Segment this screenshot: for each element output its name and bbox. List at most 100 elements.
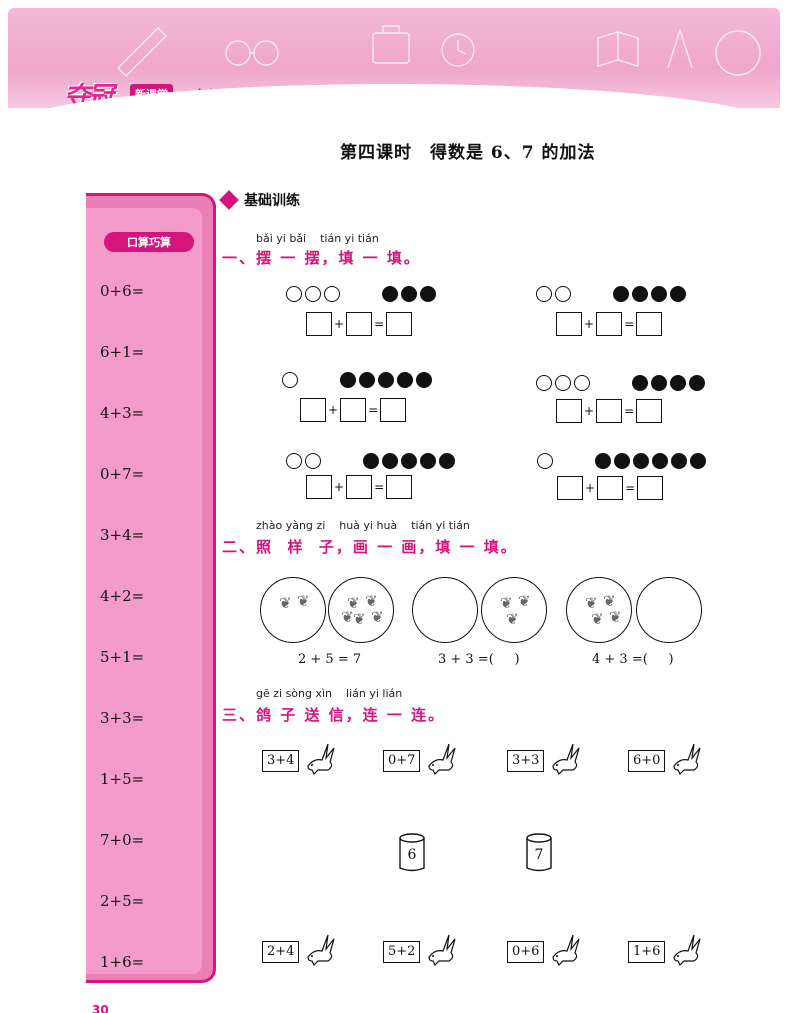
butterfly-icon: ❦ [609, 608, 622, 626]
expression-card[interactable]: 0+6 [507, 941, 545, 963]
answer-box[interactable] [636, 312, 663, 336]
filled-circle-icon [671, 453, 687, 469]
filled-circle-icon [690, 453, 706, 469]
filled-circle-icon [595, 453, 611, 469]
pigeon-icon [673, 743, 701, 776]
answer-box[interactable] [597, 476, 624, 500]
pigeon-icon [552, 743, 580, 776]
expression-card[interactable]: 6+0 [628, 750, 666, 772]
answer-box[interactable] [556, 312, 582, 336]
drawing-circle[interactable]: ❦❦❦ [481, 577, 547, 643]
answer-box[interactable] [556, 399, 582, 423]
equation-text: 4 + 3 =( ) [592, 652, 674, 667]
drawing-circle[interactable]: ❦❦❦❦❦ [328, 577, 394, 643]
pigeon [670, 740, 704, 780]
sidebar-label: 口算巧算 [104, 232, 194, 252]
filled-circle-icon [420, 453, 436, 469]
butterfly-icon: ❦ [603, 592, 616, 610]
empty-circle-icon [305, 453, 321, 469]
answer-box[interactable] [557, 476, 583, 500]
expression-card[interactable]: 2+4 [262, 941, 300, 963]
q2-pinyin: zhào yàng zi huà yi huà tián yi tián [256, 519, 470, 532]
drawing-circle[interactable] [412, 577, 478, 643]
pigeon-icon [307, 743, 335, 776]
expression-card[interactable]: 3+3 [507, 750, 545, 772]
expression-card[interactable]: 1+6 [628, 941, 666, 963]
oral-item: 4+2= [100, 587, 145, 605]
grade-subject: 一年级 数学 上·(SJ) [184, 88, 293, 102]
brand-logo: 夺冠 [64, 82, 114, 108]
equation-text: 2 + 5 = 7 [298, 652, 362, 667]
empty-circle-icon [286, 453, 302, 469]
answer-box[interactable] [306, 475, 332, 499]
filled-circle-icon [363, 453, 379, 469]
butterfly-icon: ❦ [347, 594, 360, 612]
answer-box[interactable] [346, 475, 373, 499]
answer-box[interactable] [300, 398, 326, 422]
empty-circle-icon [286, 286, 302, 302]
answer-box[interactable] [596, 399, 623, 423]
oral-item: 7+0= [100, 831, 145, 849]
filled-circle-icon [613, 286, 629, 302]
plus-sign: + [334, 480, 345, 494]
filled-circle-icon [378, 372, 394, 388]
lesson-title: 第四课时 得数是 6、7 的加法 [340, 143, 596, 163]
pigeon-icon [307, 934, 335, 967]
dot-group [282, 372, 432, 388]
answer-box[interactable] [340, 398, 367, 422]
drawing-circle[interactable]: ❦❦ [260, 577, 326, 643]
filled-circle-icon [689, 375, 705, 391]
decorative-stationery-icons [117, 25, 761, 77]
answer-box[interactable] [380, 398, 407, 422]
drawing-circle[interactable] [636, 577, 702, 643]
expression-card[interactable]: 0+7 [383, 750, 421, 772]
filled-circle-icon [651, 286, 667, 302]
butterfly-icon: ❦ [518, 592, 531, 610]
equation-row: += [306, 312, 413, 336]
pigeon-icon [673, 934, 701, 967]
plus-sign: + [585, 481, 596, 495]
equation-row: += [556, 399, 663, 423]
dot-group [536, 286, 686, 302]
pigeon [304, 740, 338, 780]
filled-circle-icon [382, 286, 398, 302]
oral-item: 3+3= [100, 709, 145, 727]
answer-box[interactable] [346, 312, 373, 336]
answer-box[interactable] [386, 475, 413, 499]
q3-pinyin: gē zi sòng xìn lián yi lián [256, 687, 403, 700]
pigeon [549, 740, 583, 780]
filled-circle-icon [632, 375, 648, 391]
expression-card[interactable]: 5+2 [383, 941, 421, 963]
mailbox[interactable]: 6 [398, 833, 426, 873]
answer-box[interactable] [596, 312, 623, 336]
empty-circle-icon [536, 375, 552, 391]
pigeon-icon [428, 934, 456, 967]
header-banner: 夺冠 新课堂 一年级 数学 上·(SJ) [8, 8, 780, 108]
equals-sign: = [624, 317, 635, 331]
answer-box[interactable] [637, 476, 664, 500]
empty-circle-icon [555, 286, 571, 302]
equation-row: += [557, 476, 664, 500]
plus-sign: + [334, 317, 345, 331]
empty-circle-icon [555, 375, 571, 391]
expression-card[interactable]: 3+4 [262, 750, 300, 772]
empty-circle-icon [324, 286, 340, 302]
butterfly-icon: ❦ [297, 592, 310, 610]
plus-sign: + [328, 403, 339, 417]
answer-box[interactable] [306, 312, 332, 336]
oral-item: 6+1= [100, 343, 145, 361]
drawing-circle[interactable]: ❦❦❦❦ [566, 577, 632, 643]
oral-item: 5+1= [100, 648, 145, 666]
butterfly-icon: ❦ [591, 610, 604, 628]
filled-circle-icon [670, 286, 686, 302]
plus-sign: + [584, 317, 595, 331]
answer-box[interactable] [386, 312, 413, 336]
equals-sign: = [624, 404, 635, 418]
answer-box[interactable] [636, 399, 663, 423]
sidebar-panel [86, 208, 202, 974]
mailbox[interactable]: 7 [525, 833, 553, 873]
equation-text: 3 + 3 =( ) [438, 652, 520, 667]
pigeon [425, 740, 459, 780]
filled-circle-icon [652, 453, 668, 469]
butterfly-icon: ❦ [371, 608, 384, 626]
